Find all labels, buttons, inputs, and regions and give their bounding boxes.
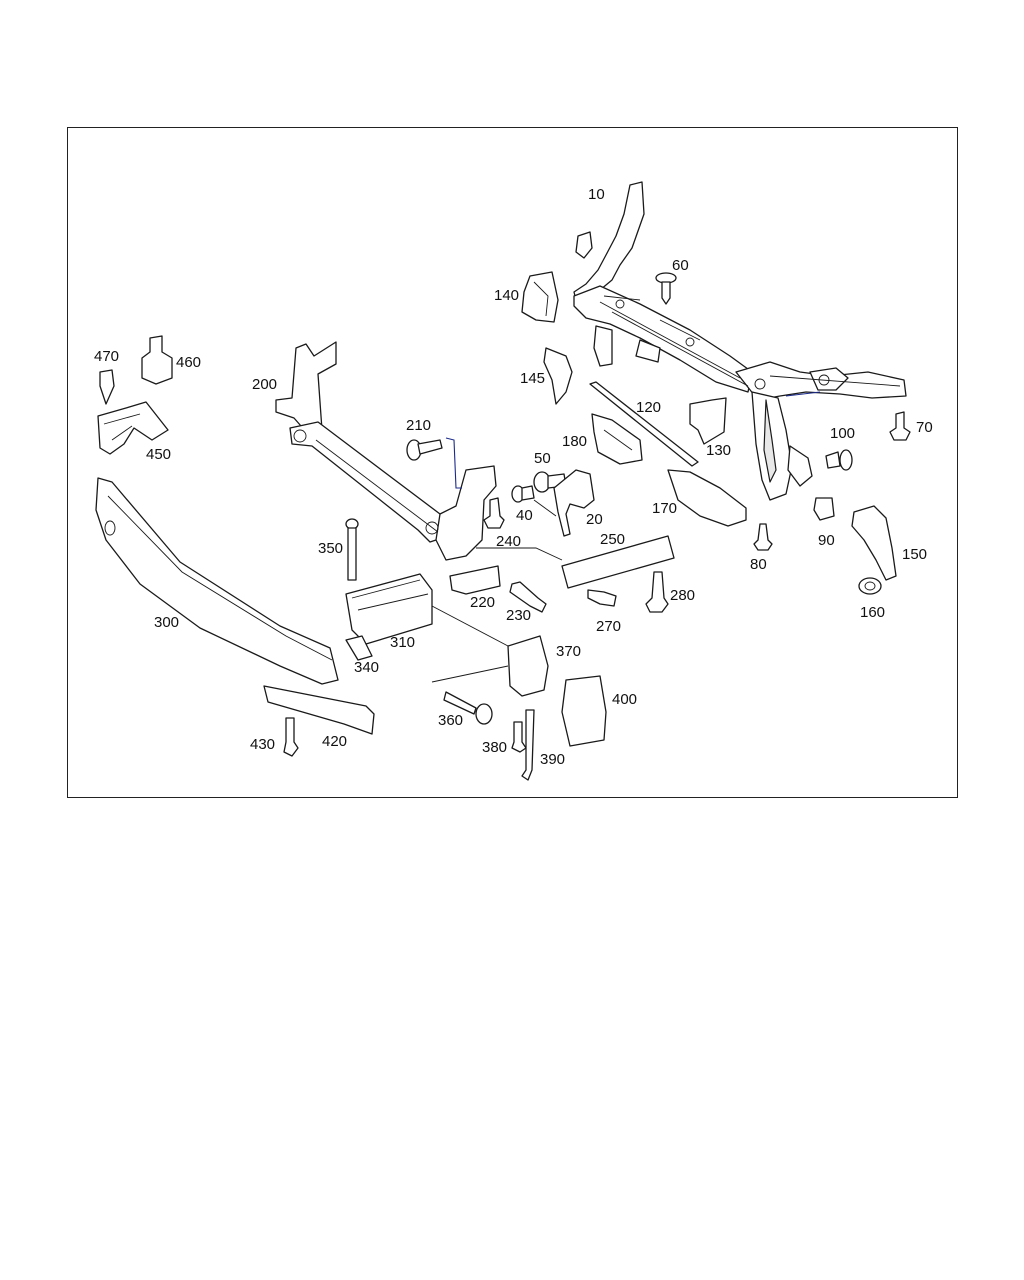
diagram-frame xyxy=(67,127,958,798)
part-430-bolt xyxy=(283,717,299,757)
part-310-crash-box xyxy=(345,573,433,645)
part-145-bracket xyxy=(543,347,573,405)
callout-390: 390 xyxy=(540,751,565,768)
callout-400: 400 xyxy=(612,691,637,708)
callout-240: 240 xyxy=(496,533,521,550)
callout-90: 90 xyxy=(818,532,835,549)
part-270-bolt xyxy=(587,589,617,607)
part-70-bolt xyxy=(889,411,911,441)
part-180-bracket xyxy=(591,413,643,465)
callout-420: 420 xyxy=(322,733,347,750)
part-460-rubber-mount xyxy=(141,335,173,385)
callout-280: 280 xyxy=(670,587,695,604)
part-300-bumper-beam xyxy=(95,477,339,685)
callout-470: 470 xyxy=(94,348,119,365)
part-340-plate xyxy=(345,635,373,661)
part-400-cover xyxy=(561,675,607,747)
callout-220: 220 xyxy=(470,594,495,611)
part-350-bolt xyxy=(345,518,359,581)
callout-180: 180 xyxy=(562,433,587,450)
part-130-bracket xyxy=(689,397,727,445)
callout-270: 270 xyxy=(596,618,621,635)
callout-370: 370 xyxy=(556,643,581,660)
part-100-screw xyxy=(825,449,853,471)
callout-350: 350 xyxy=(318,540,343,557)
part-20-bracket xyxy=(533,469,595,537)
part-10-front-carrier xyxy=(573,181,907,501)
part-140-bracket xyxy=(521,271,559,323)
part-80-bolt xyxy=(753,523,773,551)
callout-100: 100 xyxy=(830,425,855,442)
part-90-clip xyxy=(813,497,835,521)
part-380-bolt xyxy=(511,721,527,753)
callout-10: 10 xyxy=(588,186,605,203)
callout-80: 80 xyxy=(750,556,767,573)
callout-labels: 10 60 140 145 120 130 180 70 100 170 90 … xyxy=(94,186,933,768)
part-60-screw xyxy=(655,272,677,305)
part-450-bracket xyxy=(97,401,169,455)
callout-380: 380 xyxy=(482,739,507,756)
part-170-air-guide xyxy=(667,469,747,527)
callout-310: 310 xyxy=(390,634,415,651)
part-220-bracket xyxy=(449,565,501,595)
part-150-bracket xyxy=(851,505,897,581)
part-250-plate xyxy=(476,535,675,589)
callout-130: 130 xyxy=(706,442,731,459)
callout-170: 170 xyxy=(652,500,677,517)
part-360-bolt xyxy=(443,691,493,725)
callout-460: 460 xyxy=(176,354,201,371)
callout-60: 60 xyxy=(672,257,689,274)
callout-160: 160 xyxy=(860,604,885,621)
callout-140: 140 xyxy=(494,287,519,304)
part-390-bolt xyxy=(521,709,535,781)
callout-70: 70 xyxy=(916,419,933,436)
part-120-rod xyxy=(589,381,699,467)
callout-340: 340 xyxy=(354,659,379,676)
part-160-nut xyxy=(858,577,882,595)
callout-210: 210 xyxy=(406,417,431,434)
callout-145: 145 xyxy=(520,370,545,387)
callout-230: 230 xyxy=(506,607,531,624)
part-280-bolt xyxy=(645,571,669,613)
part-210-bolt xyxy=(406,437,462,489)
part-240-bolt xyxy=(483,497,505,529)
part-370-bracket xyxy=(431,605,549,697)
callout-450: 450 xyxy=(146,446,171,463)
callout-250: 250 xyxy=(600,531,625,548)
callout-150: 150 xyxy=(902,546,927,563)
part-470-bolt xyxy=(99,369,115,405)
callout-20: 20 xyxy=(586,511,603,528)
part-200-crossmember xyxy=(275,341,497,561)
part-420-strip xyxy=(263,685,375,735)
callout-200: 200 xyxy=(252,376,277,393)
callout-430: 430 xyxy=(250,736,275,753)
callout-50: 50 xyxy=(534,450,551,467)
callout-120: 120 xyxy=(636,399,661,416)
callout-40: 40 xyxy=(516,507,533,524)
callout-360: 360 xyxy=(438,712,463,729)
part-40-screw xyxy=(511,485,535,503)
part-230-bolt xyxy=(509,581,547,613)
callout-300: 300 xyxy=(154,614,179,631)
